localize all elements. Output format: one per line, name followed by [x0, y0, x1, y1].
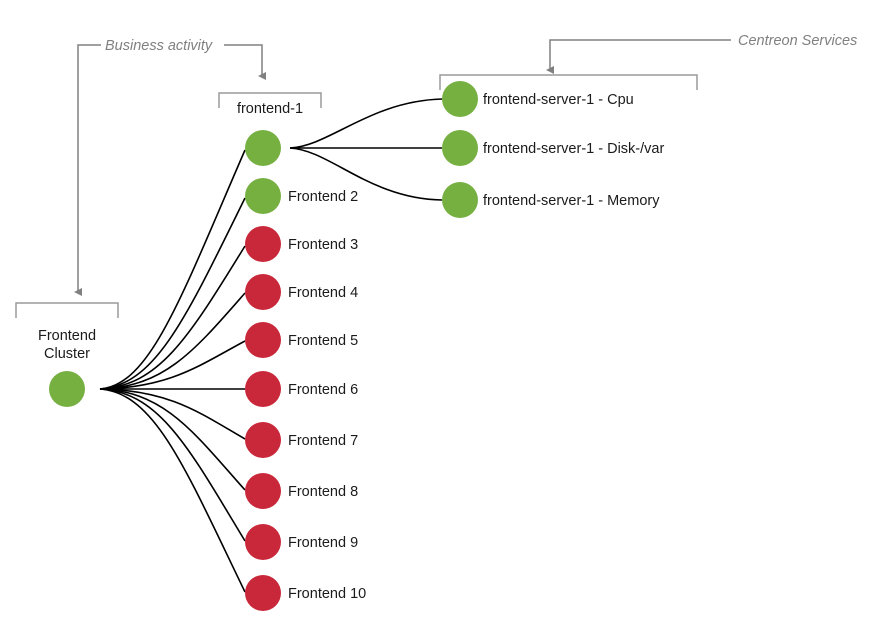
frontend-5-label: Frontend 5 — [288, 333, 358, 349]
edge-cluster-to-frontend-3 — [99, 245, 246, 390]
frontend-1-bracket-shape — [218, 92, 322, 108]
edge-cluster-to-frontend-2 — [99, 197, 246, 390]
edge-cluster-to-frontend-10 — [99, 388, 246, 593]
edge-cluster-to-frontend-4 — [99, 292, 246, 390]
frontend-7-label: Frontend 7 — [288, 433, 358, 449]
service-cpu-label: frontend-server-1 - Cpu — [483, 92, 634, 108]
service-memory-label: frontend-server-1 - Memory — [483, 193, 660, 209]
frontend-1-status-circle[interactable] — [245, 130, 281, 166]
node-service-cpu[interactable]: frontend-server-1 - Cpu — [442, 81, 634, 117]
service-memory-status-circle[interactable] — [442, 182, 478, 218]
centreon-services-leader — [546, 39, 731, 74]
edge-frontend1-to-service-cpu — [289, 98, 443, 149]
frontend-1-bracket-label: frontend-1 — [237, 101, 303, 117]
node-frontend-9[interactable]: Frontend 9 — [245, 524, 358, 560]
frontend-9-label: Frontend 9 — [288, 535, 358, 551]
service-disk-status-circle[interactable] — [442, 130, 478, 166]
centreon-services-bracket-shape — [439, 74, 698, 90]
frontend-1-bracket: frontend-1 — [218, 92, 322, 117]
frontend-6-label: Frontend 6 — [288, 382, 358, 398]
frontend-nodes-group: Frontend 2 Frontend 3 Frontend 4 Fronten… — [245, 130, 366, 611]
frontend-8-status-circle[interactable] — [245, 473, 281, 509]
frontend-3-label: Frontend 3 — [288, 237, 358, 253]
node-frontend-5[interactable]: Frontend 5 — [245, 322, 358, 358]
frontend-cluster-bracket: Frontend Cluster — [15, 302, 119, 362]
frontend-10-status-circle[interactable] — [245, 575, 281, 611]
node-frontend-cluster[interactable] — [49, 371, 85, 407]
frontend-cluster-label-line1: Frontend — [38, 328, 96, 344]
frontend-10-label: Frontend 10 — [288, 586, 366, 602]
frontend-2-label: Frontend 2 — [288, 189, 358, 205]
edge-frontend1-to-service-memory — [289, 147, 443, 201]
cluster-edges-group — [99, 149, 246, 593]
frontend-4-label: Frontend 4 — [288, 285, 358, 301]
edge-cluster-to-frontend-1 — [99, 149, 246, 390]
service-nodes-group: frontend-server-1 - Cpu frontend-server-… — [442, 81, 664, 218]
service-disk-label: frontend-server-1 - Disk-/var — [483, 141, 664, 157]
frontend-5-status-circle[interactable] — [245, 322, 281, 358]
frontend-cluster-status-circle[interactable] — [49, 371, 85, 407]
centreon-services-annotation: Centreon Services — [546, 33, 857, 74]
node-frontend-7[interactable]: Frontend 7 — [245, 422, 358, 458]
business-activity-left-leader — [74, 44, 101, 296]
node-service-memory[interactable]: frontend-server-1 - Memory — [442, 182, 660, 218]
node-frontend-1[interactable] — [245, 130, 281, 166]
business-activity-right-leader — [224, 44, 266, 80]
node-service-disk[interactable]: frontend-server-1 - Disk-/var — [442, 130, 664, 166]
business-activity-label: Business activity — [105, 38, 213, 54]
frontend-cluster-bracket-shape — [15, 302, 119, 318]
frontend-4-status-circle[interactable] — [245, 274, 281, 310]
node-frontend-3[interactable]: Frontend 3 — [245, 226, 358, 262]
edge-cluster-to-frontend-8 — [99, 388, 246, 491]
edge-cluster-to-frontend-5 — [99, 340, 246, 390]
centreon-services-bracket — [439, 74, 698, 90]
node-frontend-4[interactable]: Frontend 4 — [245, 274, 358, 310]
business-activity-annotation: Business activity — [74, 38, 266, 296]
frontend-2-status-circle[interactable] — [245, 178, 281, 214]
frontend-9-status-circle[interactable] — [245, 524, 281, 560]
frontend-8-label: Frontend 8 — [288, 484, 358, 500]
frontend-6-status-circle[interactable] — [245, 371, 281, 407]
node-frontend-2[interactable]: Frontend 2 — [245, 178, 358, 214]
edge-cluster-to-frontend-7 — [99, 388, 246, 440]
node-frontend-6[interactable]: Frontend 6 — [245, 371, 358, 407]
centreon-services-label: Centreon Services — [738, 33, 857, 49]
edge-cluster-to-frontend-9 — [99, 388, 246, 542]
frontend-3-status-circle[interactable] — [245, 226, 281, 262]
service-cpu-status-circle[interactable] — [442, 81, 478, 117]
frontend-7-status-circle[interactable] — [245, 422, 281, 458]
frontend-cluster-label-line2: Cluster — [44, 346, 90, 362]
node-frontend-10[interactable]: Frontend 10 — [245, 575, 366, 611]
service-edges-group — [289, 98, 443, 201]
node-frontend-8[interactable]: Frontend 8 — [245, 473, 358, 509]
